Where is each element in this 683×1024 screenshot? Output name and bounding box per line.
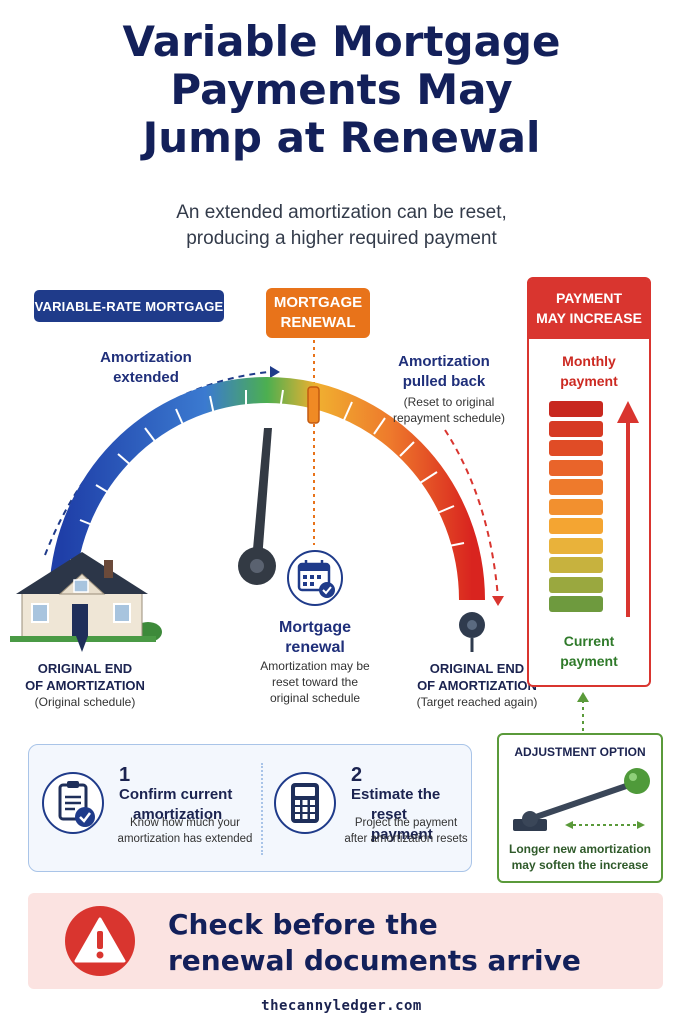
step-2-number: 2 xyxy=(351,764,363,786)
current-line-1: Current xyxy=(563,633,615,649)
pulled-back-label-line-1: Amortization xyxy=(398,353,490,370)
payment-header-line-2: MAY INCREASE xyxy=(536,310,642,326)
step-2-desc-line-1: Project the payment xyxy=(354,817,458,829)
payment-bar xyxy=(549,557,603,573)
adjustment-option-panel: ADJUSTMENT OPTION Longer new amortizatio… xyxy=(497,733,663,883)
left-end-note: (Original schedule) xyxy=(34,695,136,709)
title-line-1: Variable Mortgage xyxy=(122,17,561,66)
left-end-line-2: OF AMORTIZATION xyxy=(25,678,145,693)
pulled-back-note-line-1: (Reset to original xyxy=(403,395,495,409)
right-end-label: ORIGINAL END OF AMORTIZATION xyxy=(402,660,552,694)
step-1-number: 1 xyxy=(119,764,131,786)
warning-icon xyxy=(65,906,135,976)
clipboard-icon xyxy=(42,772,104,834)
gauge-needle xyxy=(252,428,272,560)
extended-label: Amortization extended xyxy=(86,348,206,388)
renewal-title: Mortgage renewal xyxy=(255,618,375,658)
footer-site: thecannyledger.com xyxy=(261,998,422,1014)
extended-label-line-1: Amortization xyxy=(100,349,192,366)
subtitle-line-2: producing a higher required payment xyxy=(186,228,497,249)
variable-rate-pill: VARIABLE-RATE MORTGAGE xyxy=(34,290,224,322)
payment-bar xyxy=(549,420,603,437)
step-2-title-line-2: reset payment xyxy=(371,806,433,843)
step-1-desc-line-2: amortization has extended xyxy=(117,833,253,845)
renewal-pill-line-2: RENEWAL xyxy=(280,314,356,331)
extended-arrowhead xyxy=(270,366,280,378)
step-1-title: 1 Confirm current amortization xyxy=(119,765,232,825)
amortization-gauge xyxy=(10,340,504,652)
renewal-pill-line-1: MORTGAGE xyxy=(273,294,363,311)
adjustment-line-1: Longer new amortization xyxy=(508,842,651,856)
gauge-arc xyxy=(49,377,485,601)
page-subtitle: An extended amortization can be reset, p… xyxy=(0,200,683,252)
payment-bar xyxy=(549,537,603,554)
up-arrow-icon xyxy=(617,401,639,617)
payment-bar xyxy=(549,401,603,417)
title-line-3: Jump at Renewal xyxy=(142,113,541,162)
left-end-label: ORIGINAL END OF AMORTIZATION xyxy=(10,660,160,694)
payment-bar xyxy=(549,479,603,495)
house-icon xyxy=(10,552,162,642)
renewal-title-line-1: Mortgage xyxy=(279,619,351,636)
adjustment-line-2: may soften the increase xyxy=(511,858,649,872)
renewal-note-line-2: reset toward the xyxy=(271,675,359,689)
lever-icon xyxy=(513,768,650,831)
title-line-2: Payments May xyxy=(170,65,513,114)
adjustment-header: ADJUSTMENT OPTION xyxy=(514,745,646,759)
pulled-back-note-line-2: repayment schedule) xyxy=(392,411,506,425)
pulled-back-note: (Reset to original repayment schedule) xyxy=(384,394,514,426)
monthly-line-2: payment xyxy=(560,373,618,389)
payment-panel-header: PAYMENT MAY INCREASE xyxy=(529,279,649,339)
current-line-2: payment xyxy=(560,653,618,669)
pulled-back-arrowhead xyxy=(492,596,504,606)
step-1-title-line-1: Confirm current xyxy=(119,786,233,803)
renewal-note-line-1: Amortization may be xyxy=(260,659,370,673)
renewal-note-line-3: original schedule xyxy=(269,691,361,705)
steps-divider xyxy=(261,763,263,855)
step-1-desc-line-1: Know how much your xyxy=(130,817,240,829)
subtitle-line-1: An extended amortization can be reset, xyxy=(176,202,507,223)
current-payment-label: Current payment xyxy=(529,631,649,671)
payment-header-line-1: PAYMENT xyxy=(555,290,623,306)
step-2-title: 2 Estimate the reset payment xyxy=(351,765,471,845)
step-1-title-line-2: amortization xyxy=(133,806,223,823)
renewal-marker xyxy=(307,386,320,424)
payment-bar xyxy=(549,498,603,515)
mortgage-renewal-pill: MORTGAGE RENEWAL xyxy=(266,288,370,338)
extended-label-line-2: extended xyxy=(113,369,179,386)
step-2-desc-line-2: after amortization resets xyxy=(344,833,468,845)
banner-text: Check before the renewal documents arriv… xyxy=(168,907,581,979)
payment-bar xyxy=(549,459,603,476)
steps-box: 1 Confirm current amortization Know how … xyxy=(28,744,472,872)
payment-increase-panel: PAYMENT MAY INCREASE Monthly payment Cur… xyxy=(527,277,651,687)
payment-bar xyxy=(549,440,603,456)
pulled-back-label-line-2: pulled back xyxy=(402,373,486,390)
banner-line-1: Check before the xyxy=(168,908,438,941)
left-end-line-1: ORIGINAL END xyxy=(37,661,133,676)
right-end-line-1: ORIGINAL END xyxy=(429,661,525,676)
warning-banner: Check before the renewal documents arriv… xyxy=(28,893,663,989)
step-2-title-line-1: Estimate the xyxy=(351,786,441,803)
step-2-desc: Project the payment after amortization r… xyxy=(341,815,471,847)
right-end-line-2: OF AMORTIZATION xyxy=(417,678,537,693)
adjustment-connector xyxy=(577,692,589,734)
calendar-icon xyxy=(287,550,343,606)
right-end-note: (Target reached again) xyxy=(416,695,538,709)
adjustment-text: Longer new amortization may soften the i… xyxy=(499,841,661,873)
step-1-desc: Know how much your amortization has exte… xyxy=(115,815,255,847)
payment-bar xyxy=(549,518,603,534)
monthly-line-1: Monthly xyxy=(562,353,616,369)
monthly-payment-label: Monthly payment xyxy=(529,351,649,391)
renewal-note: Amortization may be reset toward the ori… xyxy=(245,658,385,706)
pulled-back-dashed-line xyxy=(444,429,499,599)
banner-line-2: renewal documents arrive xyxy=(168,944,581,977)
page-title: Variable Mortgage Payments May Jump at R… xyxy=(0,18,683,162)
renewal-title-line-2: renewal xyxy=(285,639,345,656)
pulled-back-label: Amortization pulled back xyxy=(384,352,504,392)
calculator-icon xyxy=(274,772,336,834)
left-end-pin xyxy=(76,636,88,652)
payment-bar xyxy=(549,576,603,593)
payment-bar xyxy=(549,596,603,612)
